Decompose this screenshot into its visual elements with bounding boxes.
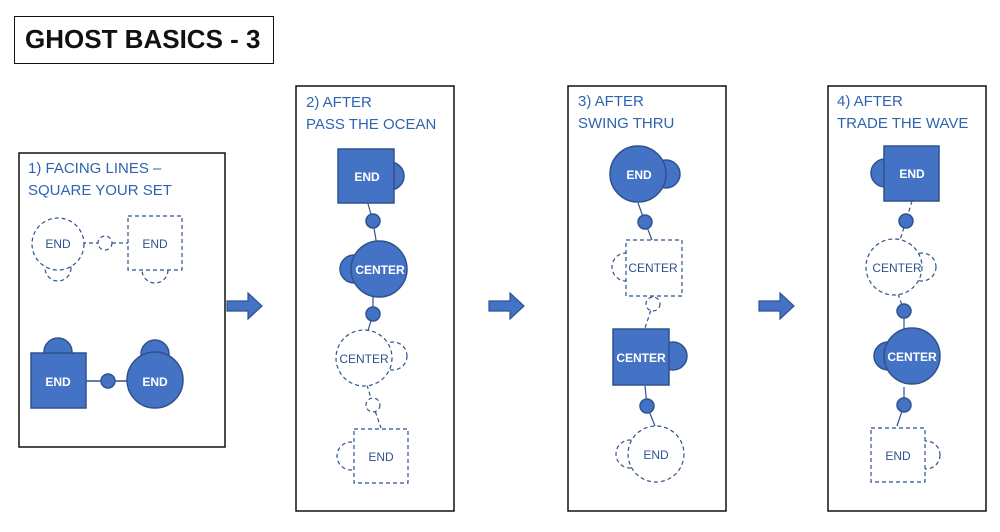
right-arrow-icon <box>226 291 263 321</box>
dancer-label: END <box>885 449 911 463</box>
dancer-label: END <box>626 168 652 182</box>
panel-4-title: 4) AFTER TRADE THE WAVE <box>837 91 968 135</box>
page-title: GHOST BASICS - 3 <box>25 24 261 54</box>
panel-4-title-line-1: 4) AFTER <box>837 93 903 110</box>
panel-4-solid <box>870 145 941 413</box>
center-dancer <box>350 240 408 298</box>
panel-1-ghost-couple <box>31 215 183 284</box>
panel-3-title-line-2: SWING THRU <box>578 115 675 132</box>
dancer-label: END <box>142 237 168 251</box>
hand-dot <box>898 213 914 229</box>
right-arrow-icon <box>758 291 795 321</box>
dancer-label: END <box>643 448 669 462</box>
hand-dot <box>100 373 116 389</box>
hand-dot <box>637 214 653 230</box>
end-dancer <box>30 352 87 409</box>
panel-1-title-line-2: SQUARE YOUR SET <box>28 182 172 199</box>
ghost-end-dancer <box>870 427 926 483</box>
ghost-hand-dot <box>97 235 113 251</box>
dancer-label: CENTER <box>628 261 678 275</box>
panel-2-frame <box>295 85 455 512</box>
panel-1-title: 1) FACING LINES – SQUARE YOUR SET <box>28 158 172 202</box>
hand-dot <box>365 213 381 229</box>
panel-4-frame <box>827 85 987 512</box>
ghost-end-dancer <box>31 217 85 271</box>
center-dancer <box>612 328 670 386</box>
dancer-label: END <box>899 167 925 181</box>
ghost-hand-dot <box>365 397 381 413</box>
ghost-center-dancer <box>335 329 393 387</box>
panel-3-connectors <box>637 202 656 427</box>
dancer-label: END <box>142 375 168 389</box>
panel-4-ghost <box>865 238 941 483</box>
panel-3-frame <box>567 85 727 512</box>
panel-3-title-line-1: 3) AFTER <box>578 93 644 110</box>
end-dancer <box>126 351 184 409</box>
ghost-end-dancer <box>627 425 685 483</box>
dancer-label: END <box>368 450 394 464</box>
end-dancer <box>883 145 940 202</box>
dancer-label: CENTER <box>355 263 405 277</box>
panel-2-ghost <box>335 329 409 484</box>
panel-2-title-line-2: PASS THE OCEAN <box>306 116 437 133</box>
hand-dot <box>365 306 381 322</box>
dancer-label: END <box>45 237 71 251</box>
hand-dot <box>896 397 912 413</box>
panel-2-title: 2) AFTER PASS THE OCEAN <box>306 92 436 136</box>
ghost-end-dancer <box>353 428 409 484</box>
panel-1-title-line-1: 1) FACING LINES – <box>28 160 162 177</box>
dancer-label: CENTER <box>887 350 937 364</box>
dancer-label: END <box>45 375 71 389</box>
panel-3-ghost <box>611 239 685 483</box>
ghost-hand-dot <box>645 296 661 312</box>
panel-1-solid-couple <box>30 337 184 409</box>
ghost-end-dancer <box>127 215 183 271</box>
panel-3-title: 3) AFTER SWING THRU <box>578 91 674 135</box>
hand-dot <box>639 398 655 414</box>
panel-4-title-line-2: TRADE THE WAVE <box>837 115 969 132</box>
panel-2-solid <box>337 148 408 322</box>
end-dancer <box>337 148 395 204</box>
ghost-center-dancer <box>865 238 923 296</box>
center-dancer <box>883 327 941 385</box>
dancer-label: CENTER <box>339 352 389 366</box>
panel-3-solid <box>609 145 688 414</box>
right-arrow-icon <box>488 291 525 321</box>
hand-dot <box>896 303 912 319</box>
dancer-label: END <box>354 170 380 184</box>
panel-1-frame <box>18 152 226 448</box>
panel-2-title-line-1: 2) AFTER <box>306 94 372 111</box>
dancer-label: CENTER <box>872 261 922 275</box>
ghost-center-dancer <box>625 239 683 297</box>
title-box: GHOST BASICS - 3 <box>14 16 274 64</box>
end-dancer <box>609 145 667 203</box>
dancer-label: CENTER <box>616 351 666 365</box>
